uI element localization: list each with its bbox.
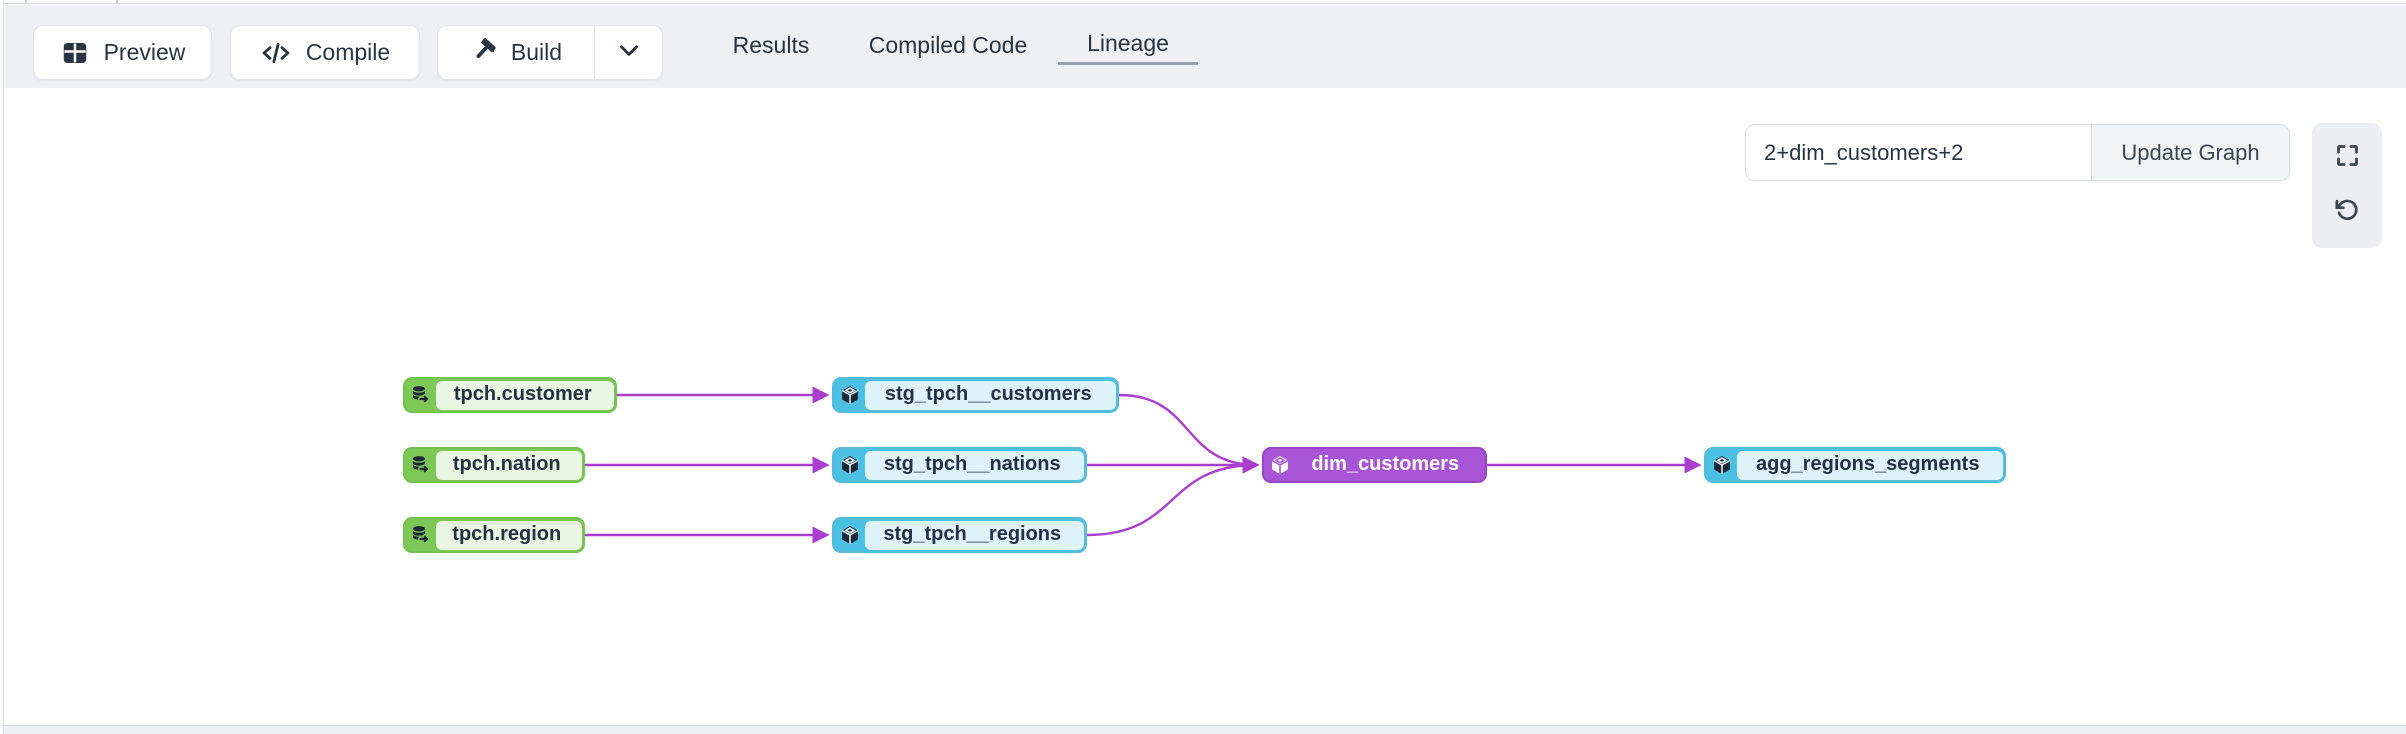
fullscreen-icon xyxy=(2334,142,2361,174)
lineage-node-label: tpch.nation xyxy=(436,450,582,480)
compile-button[interactable]: Compile xyxy=(230,25,420,80)
panel-left-border xyxy=(0,0,4,734)
compile-button-label: Compile xyxy=(305,39,391,65)
lineage-node-label: stg_tpch__regions xyxy=(865,520,1084,550)
hammer-icon xyxy=(470,36,498,70)
lineage-node-label: agg_regions_segments xyxy=(1737,450,2003,480)
database-icon xyxy=(405,379,436,411)
lineage-node-tpch.region[interactable]: tpch.region xyxy=(403,517,585,553)
cube-icon xyxy=(834,519,865,551)
statusbar-edge xyxy=(4,725,2406,734)
lineage-canvas[interactable] xyxy=(5,88,2406,725)
build-button[interactable]: Build xyxy=(438,26,594,79)
build-dropdown-button[interactable] xyxy=(594,26,662,79)
cube-icon xyxy=(834,449,865,481)
code-icon xyxy=(260,37,292,69)
tab-divider-tick xyxy=(116,0,118,4)
lineage-selector-group: Update Graph xyxy=(1745,124,2290,181)
lineage-node-label: dim_customers xyxy=(1311,452,1460,475)
tab-results[interactable]: Results xyxy=(711,25,831,65)
rotate-ccw-icon xyxy=(2333,196,2361,229)
lineage-node-label: stg_tpch__customers xyxy=(865,380,1116,410)
lineage-node-stg_tpch__customers[interactable]: stg_tpch__customers xyxy=(832,377,1119,413)
lineage-node-tpch.customer[interactable]: tpch.customer xyxy=(403,377,617,413)
chevron-down-icon xyxy=(616,37,642,68)
lineage-node-label: tpch.customer xyxy=(436,380,614,410)
lineage-node-label: tpch.region xyxy=(436,520,582,550)
tab-lineage[interactable]: Lineage xyxy=(1058,25,1198,65)
lineage-selector-input[interactable] xyxy=(1746,125,2091,180)
lineage-view-controls xyxy=(2312,123,2382,248)
cube-icon xyxy=(834,379,865,411)
preview-button-label: Preview xyxy=(103,39,186,65)
fullscreen-button[interactable] xyxy=(2320,133,2374,183)
lineage-node-tpch.nation[interactable]: tpch.nation xyxy=(403,447,585,483)
build-button-group: Build xyxy=(437,25,663,80)
lineage-node-dim_customers[interactable]: dim_customers xyxy=(1262,447,1487,483)
tab-lineage-label: Lineage xyxy=(1087,30,1169,56)
tab-results-label: Results xyxy=(732,31,810,58)
tab-compiled-code-label: Compiled Code xyxy=(868,31,1028,58)
lineage-node-stg_tpch__regions[interactable]: stg_tpch__regions xyxy=(832,517,1087,553)
tab-compiled-code[interactable]: Compiled Code xyxy=(843,25,1053,65)
update-graph-button[interactable]: Update Graph xyxy=(2091,125,2289,180)
table-icon xyxy=(60,38,90,68)
build-button-label: Build xyxy=(510,39,563,65)
preview-button[interactable]: Preview xyxy=(33,25,212,80)
lineage-node-agg_regions_segments[interactable]: agg_regions_segments xyxy=(1704,447,2006,483)
database-icon xyxy=(405,449,436,481)
lineage-node-stg_tpch__nations[interactable]: stg_tpch__nations xyxy=(832,447,1087,483)
panel-top-border xyxy=(4,0,2406,4)
database-icon xyxy=(405,519,436,551)
tab-divider-tick xyxy=(25,0,27,4)
results-toolbar: Preview Compile Build Results xyxy=(5,5,2406,88)
cube-icon xyxy=(1706,449,1737,481)
reset-view-button[interactable] xyxy=(2320,188,2374,238)
cube-icon xyxy=(1264,449,1295,481)
lineage-node-label: stg_tpch__nations xyxy=(865,450,1084,480)
